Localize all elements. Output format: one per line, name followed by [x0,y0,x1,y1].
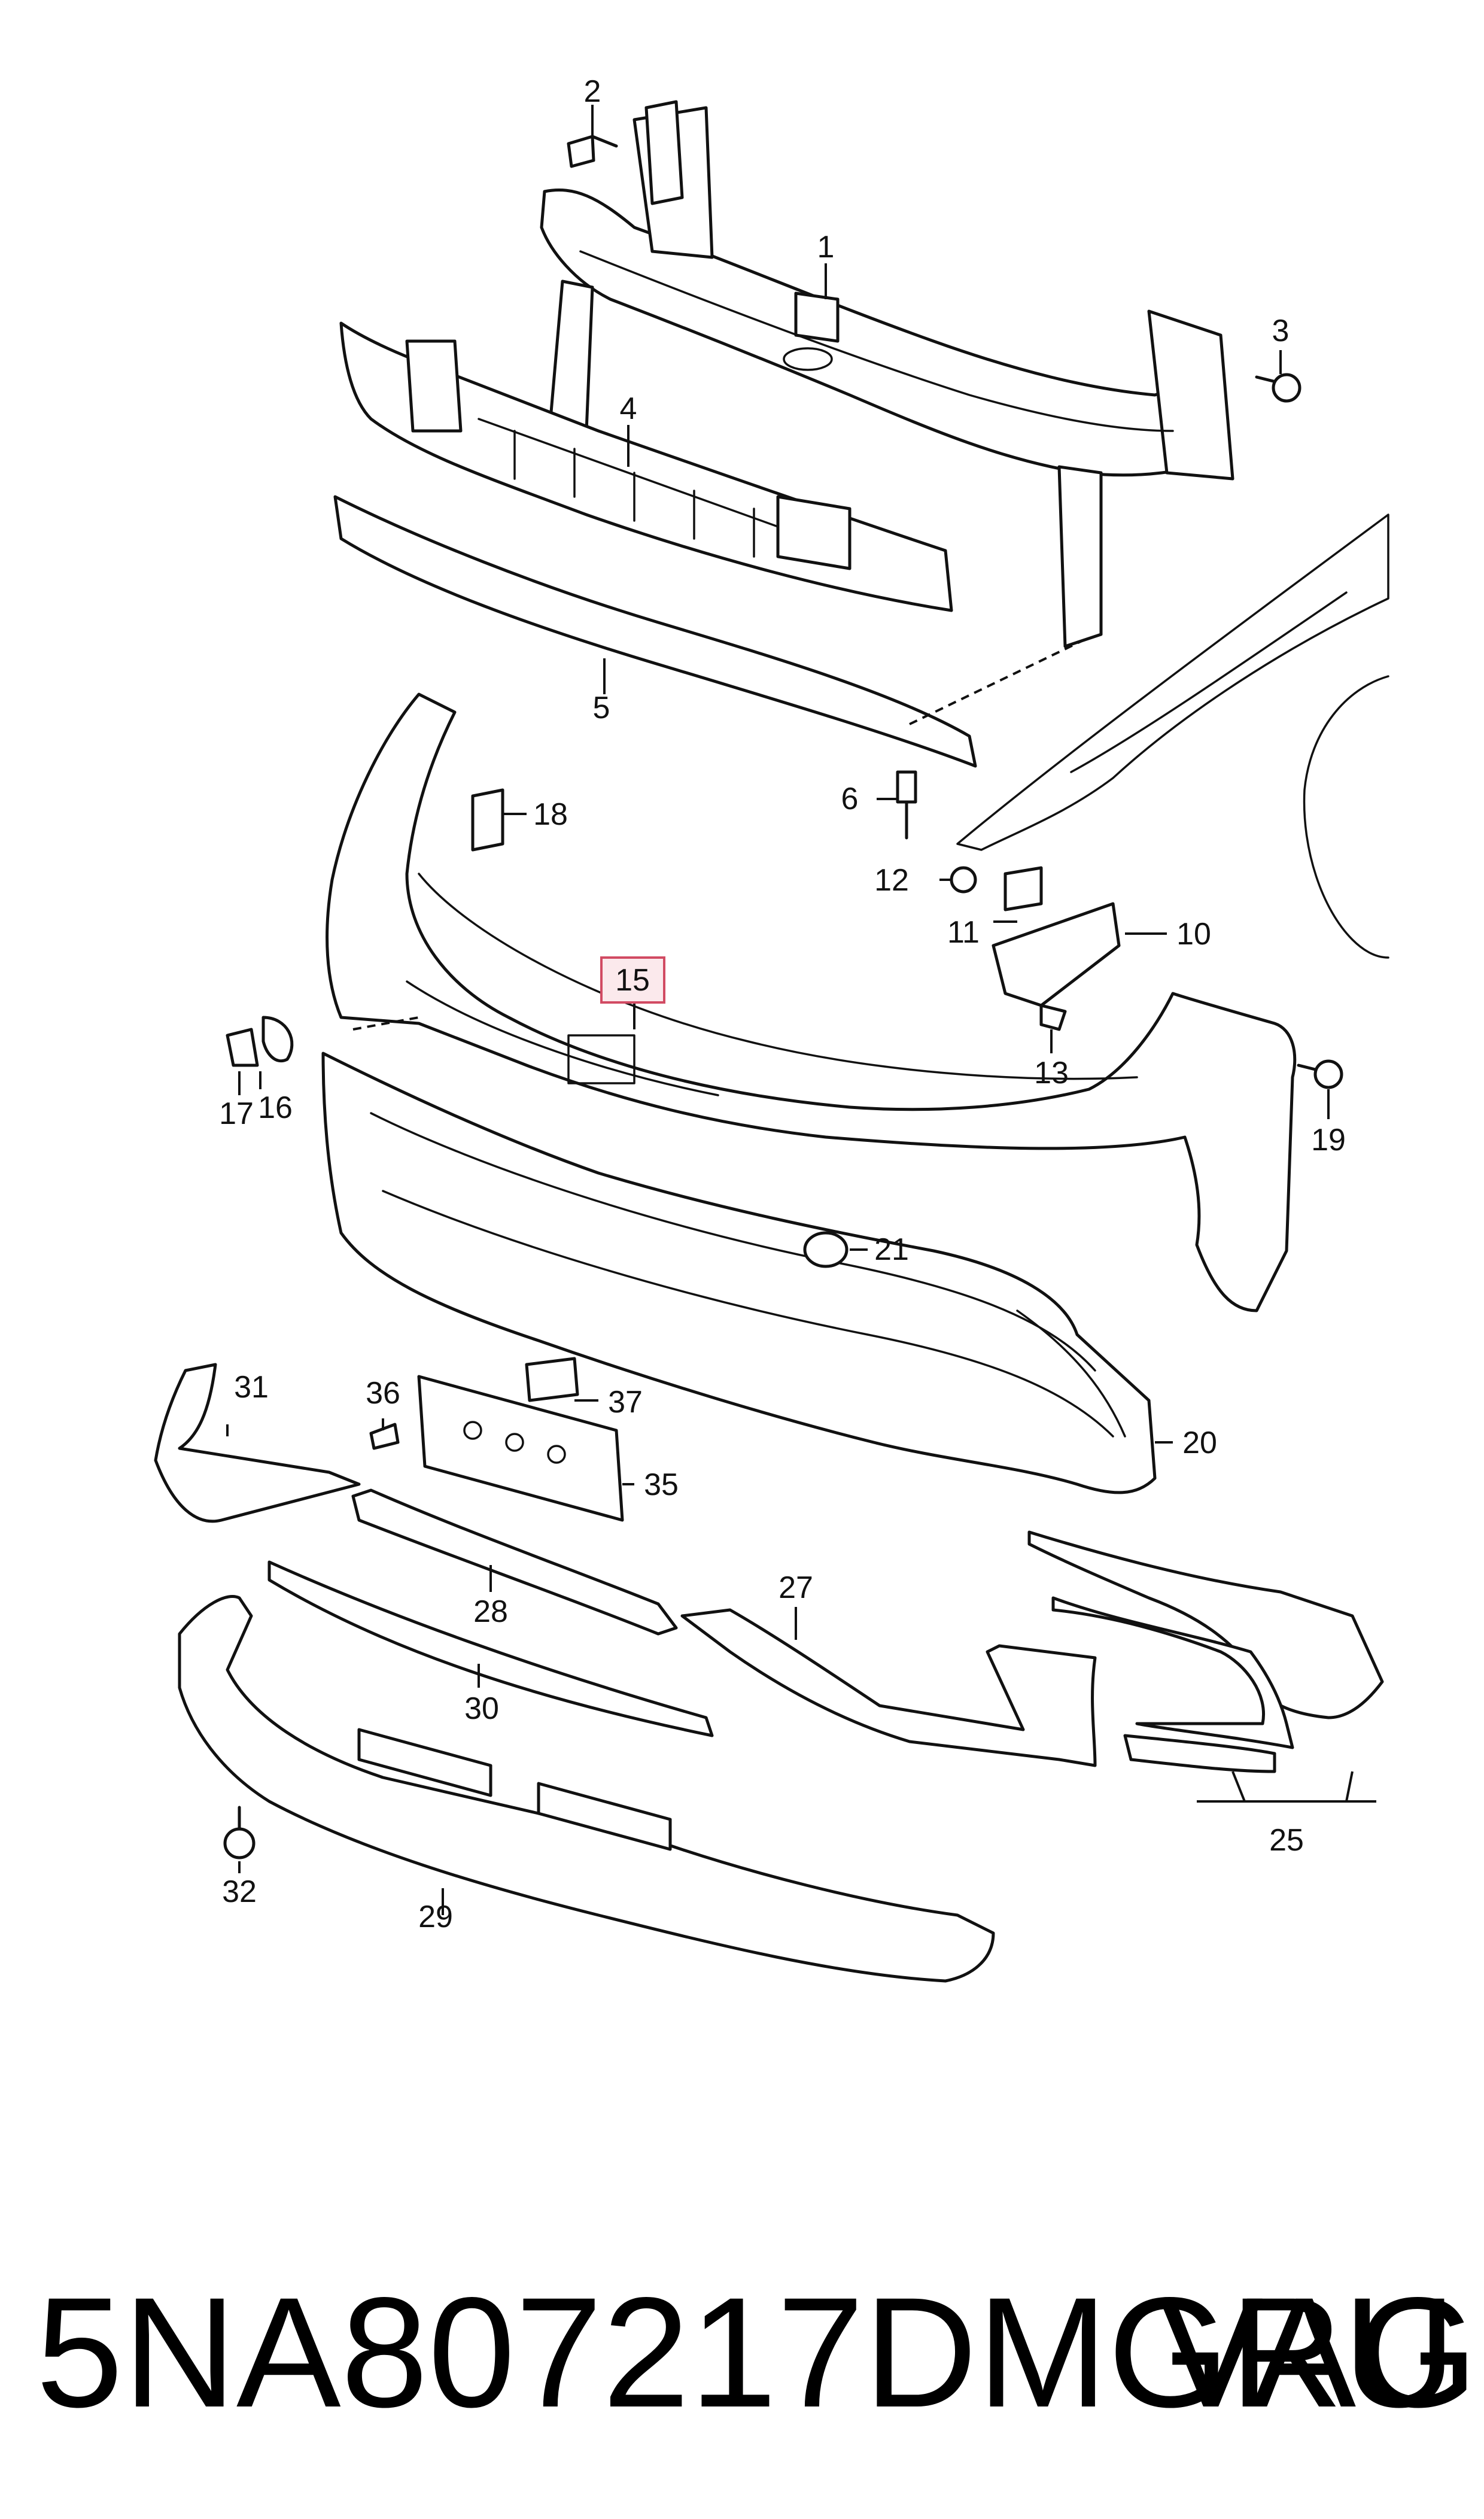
brand-label: VAG [1158,2265,1478,2440]
callout-25: 25 [1269,1823,1304,1858]
clip-16-17 [226,1016,294,1067]
callout-37: 37 [608,1385,643,1420]
callout-28: 28 [473,1594,508,1629]
screw-19 [1297,1059,1343,1089]
callout-13: 13 [1034,1056,1069,1090]
callout-15: 15 [615,963,650,998]
callout-18: 18 [533,797,568,832]
side-trim-29 [154,1363,361,1523]
callout-29: 31 [234,1370,269,1405]
reinforcement-bar [540,100,1234,648]
callout-6: 6 [841,782,859,816]
callout-11: 11 [947,915,980,950]
bushing-21 [803,1231,849,1268]
part-number: 5NA807217DMGRU [36,2265,1456,2440]
trim-strip-28 [351,1488,678,1636]
callout-16: 16 [258,1090,293,1125]
fastener-6 [896,770,917,840]
callout-2: 2 [584,74,601,109]
callout-4: 4 [620,391,637,426]
callout-12: 12 [874,863,909,898]
callout-35: 35 [644,1467,679,1502]
guide-bracket [950,866,1121,1031]
deflector-strip [333,495,977,768]
bracket-18 [471,788,504,852]
callout-27: 27 [779,1570,813,1605]
footer: 5NA807217DMGRU VAG [0,2262,1484,2460]
licence-plate-bracket [417,1375,624,1522]
callout-36: 36 [366,1376,400,1411]
callout-19: 19 [1311,1123,1346,1157]
fender-outline [956,513,1389,959]
callout-30: 30 [464,1691,499,1726]
callout-5: 5 [593,691,610,725]
callout-1: 1 [817,230,835,265]
leader-lines [226,105,1376,1915]
callout-3: 3 [1272,314,1290,348]
callout-21: 21 [874,1232,909,1267]
callout-32: 32 [222,1874,257,1909]
trim-set-25 [1027,1530,1384,1773]
callout-10: 10 [1176,917,1211,952]
highlight-box [600,956,665,1004]
lower-spoiler-31 [178,1595,995,1983]
callout-labels: 2 1 3 4 5 6 18 12 11 10 15 13 17 16 19 2… [219,74,1346,1934]
bolt-2 [567,135,618,168]
screw-32 [223,1806,256,1859]
trim-strip-30 [267,1560,714,1737]
fasteners-36-37 [369,1357,579,1450]
callout-20: 20 [1182,1426,1217,1460]
grille [321,1052,1157,1494]
callout-17: 17 [219,1096,254,1131]
callout-31: 29 [418,1900,453,1934]
bolt-3 [1255,373,1301,403]
bumper-cover [326,692,1297,1312]
energy-absorber [339,321,953,612]
fog-lamp-trim-27 [680,1608,1097,1767]
